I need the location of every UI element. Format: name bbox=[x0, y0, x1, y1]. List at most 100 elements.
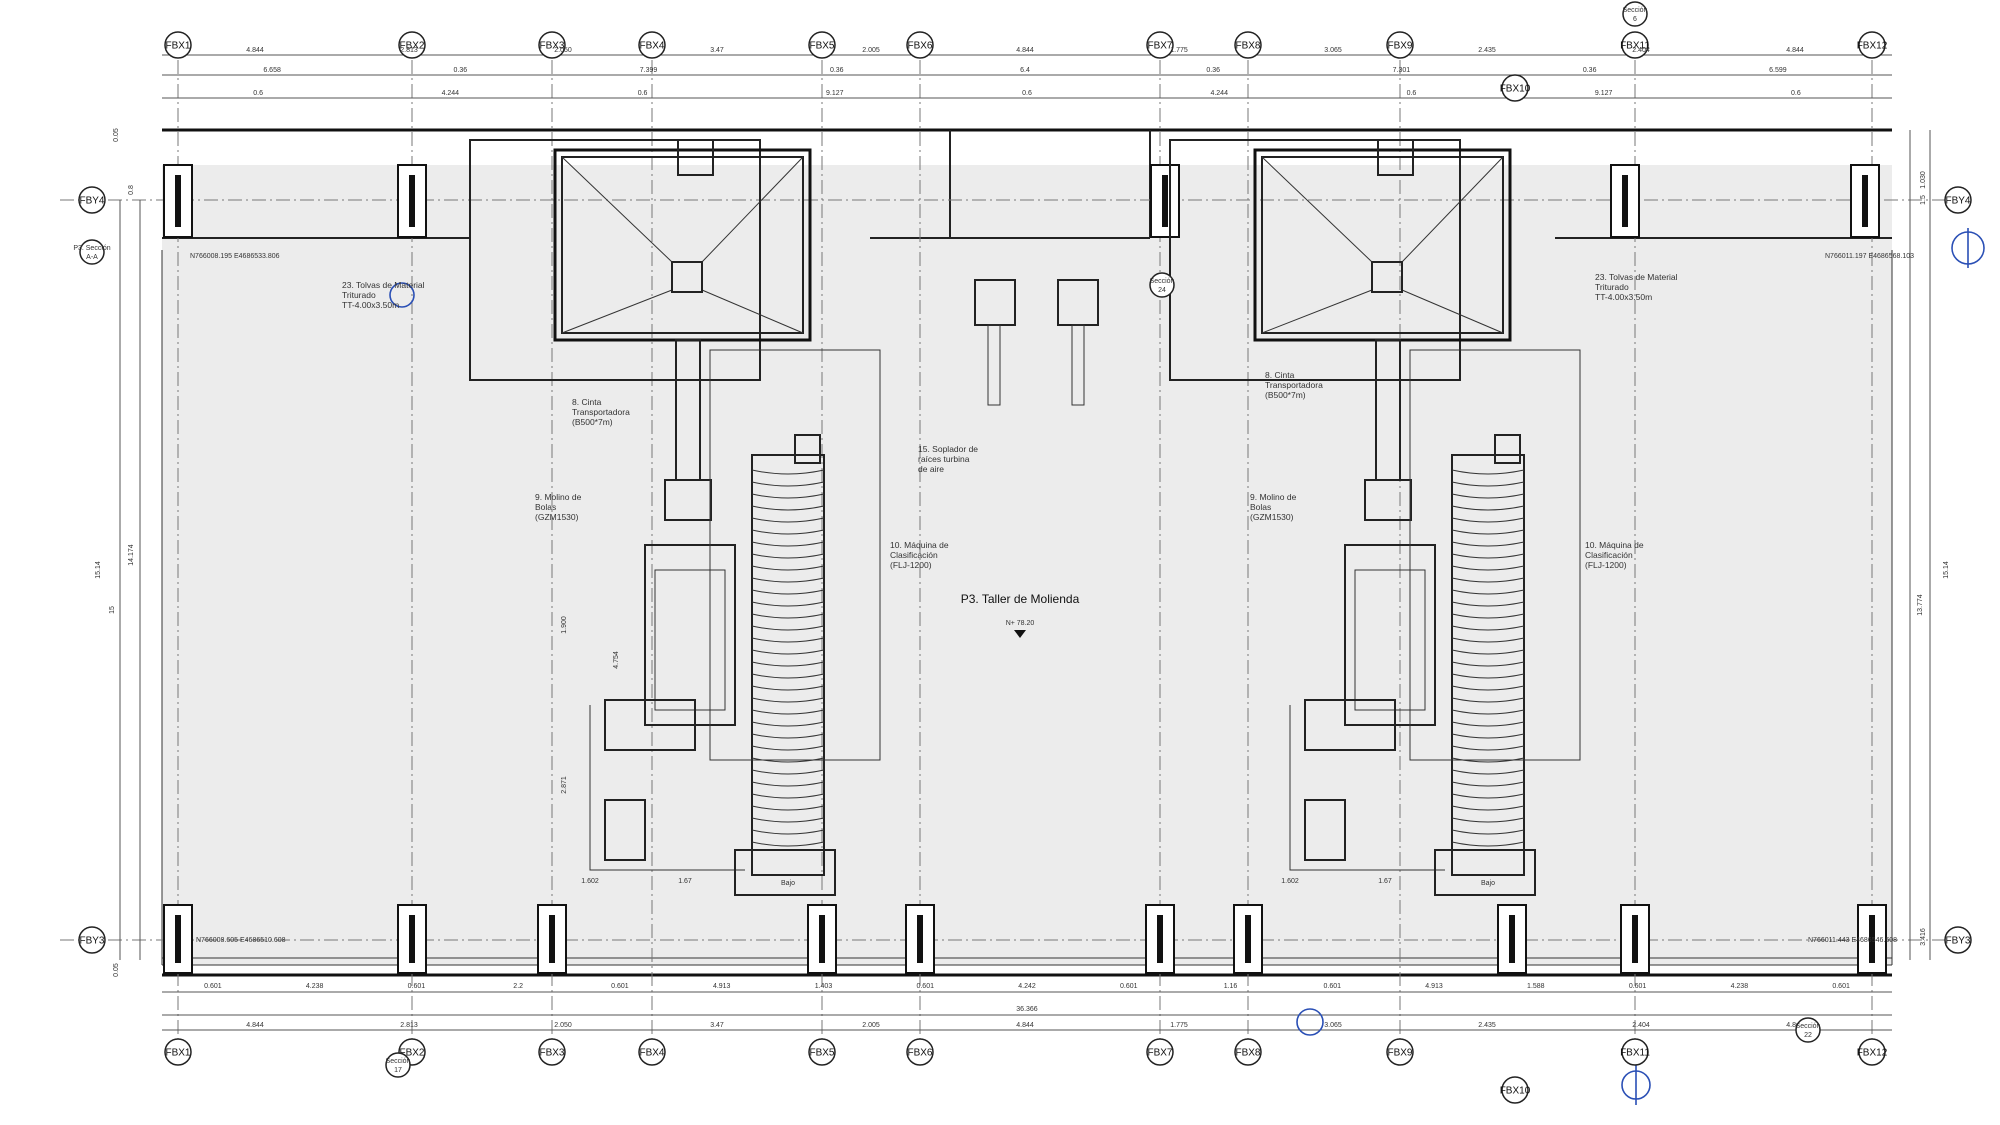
dimension-lines bbox=[119, 54, 1931, 1031]
left-mill-dim: 4.754 bbox=[613, 651, 620, 669]
grid-bubble-x-extra: FBX10 bbox=[1500, 74, 1531, 102]
dim-bottom-total: 36.366 bbox=[1016, 1006, 1038, 1013]
section-mark-label: Sección bbox=[1796, 1023, 1821, 1030]
left-base-dim: 1.67 bbox=[678, 878, 692, 885]
left-hopper-label: 23. Tolvas de Material bbox=[342, 280, 425, 290]
dim-top-1: 3.065 bbox=[1324, 47, 1342, 54]
dim-bottom-2: 4.844 bbox=[1016, 1022, 1034, 1029]
grid-bubble-x: FBX6 bbox=[906, 1038, 934, 1066]
dim-bottom-1: 4.238 bbox=[1731, 983, 1749, 990]
right-belt-label: Transportadora bbox=[1265, 380, 1323, 390]
dim-top-3: 0.6 bbox=[253, 90, 263, 97]
dim-top-3: 4.244 bbox=[442, 90, 460, 97]
dim-top-2: 0.36 bbox=[454, 67, 468, 74]
grid-bubble-x: FBX11 bbox=[1620, 1038, 1650, 1066]
section-mark-number: 6 bbox=[1633, 16, 1637, 23]
grid-bubble-label: FBX2 bbox=[399, 1048, 424, 1059]
left-belt-label: Transportadora bbox=[572, 407, 630, 417]
room-title: P3. Taller de Molienda bbox=[961, 592, 1080, 606]
dim-bottom-2: 3.47 bbox=[710, 1022, 724, 1029]
dim-bottom-1: 0.601 bbox=[408, 983, 426, 990]
grid-bubble-x: FBX2 bbox=[398, 31, 426, 59]
dim-bottom-1: 4.242 bbox=[1018, 983, 1036, 990]
dim-small: 1.5 bbox=[1920, 195, 1927, 205]
left-classifier-label: (FLJ-1200) bbox=[890, 560, 932, 570]
grid-bubble-label: FBX6 bbox=[907, 1048, 932, 1059]
coordinate-note: N766011.197 E4686568.103 bbox=[1825, 253, 1914, 260]
grid-bubble-x: FBX12 bbox=[1857, 31, 1888, 59]
right-classifier-label: (FLJ-1200) bbox=[1585, 560, 1627, 570]
right-classifier-label: Clasificación bbox=[1585, 550, 1633, 560]
dim-bottom-2: 2.404 bbox=[1632, 1022, 1650, 1029]
right-hopper-label: TT-4.00x3.50m bbox=[1595, 292, 1652, 302]
dim-small: 3.416 bbox=[1920, 928, 1927, 946]
grid-bubble-y: FBY3 bbox=[78, 926, 106, 954]
grid-bubble-label: FBX6 bbox=[907, 41, 932, 52]
dim-small: 1.030 bbox=[1920, 171, 1927, 189]
dim-bottom-1: 4.913 bbox=[713, 983, 731, 990]
grid-bubble-label: FBX2 bbox=[399, 41, 424, 52]
grid-bubble-x: FBX9 bbox=[1386, 1038, 1414, 1066]
left-classifier-label: 10. Máquina de bbox=[890, 540, 949, 550]
grid-bubble-x: FBX4 bbox=[638, 1038, 666, 1066]
dim-top-2: 7.399 bbox=[640, 67, 658, 74]
grid-bubble-label: FBX11 bbox=[1620, 41, 1650, 52]
dim-bottom-1: 0.601 bbox=[1629, 983, 1647, 990]
grid-bubble-x: FBX12 bbox=[1857, 1038, 1888, 1066]
grid-bubble-label: FBX12 bbox=[1857, 41, 1888, 52]
dim-bottom-1: 1.403 bbox=[815, 983, 833, 990]
right-belt-label: 8. Cinta bbox=[1265, 370, 1295, 380]
dim-top-2: 6.658 bbox=[263, 67, 281, 74]
dim-top-1: 2.404 bbox=[1632, 47, 1650, 54]
grid-bubble-x: FBX7 bbox=[1146, 31, 1174, 59]
right-hopper-label: 23. Tolvas de Material bbox=[1595, 272, 1678, 282]
left-mill-dim: 1.900 bbox=[561, 616, 568, 634]
grid-bubble-label: FBX5 bbox=[809, 41, 834, 52]
blower-label: 15. Soplador de bbox=[918, 444, 978, 454]
left-hopper-label: TT-4.00x3.50m bbox=[342, 300, 399, 310]
right-hopper-platform bbox=[1169, 139, 1461, 381]
grid-bubble-label: FBX1 bbox=[165, 41, 190, 52]
dim-top-2: 0.36 bbox=[1583, 67, 1597, 74]
section-mark-label: P3. Sección bbox=[73, 245, 110, 252]
grid-bubble-label: FBX4 bbox=[639, 41, 664, 52]
left-note: Bajo bbox=[781, 880, 795, 887]
left-mill-dim: 2.871 bbox=[561, 776, 568, 794]
grid-bubble-label: FBX5 bbox=[809, 1048, 834, 1059]
dim-bottom-2: 4.844 bbox=[246, 1022, 264, 1029]
grid-bubble-label: FBY3 bbox=[79, 936, 104, 947]
dim-top-1: 4.844 bbox=[246, 47, 264, 54]
right-classifier bbox=[1451, 454, 1525, 876]
left-belt-label: 8. Cinta bbox=[572, 397, 602, 407]
grid-bubble-label: FBX7 bbox=[1147, 41, 1172, 52]
dim-top-2: 7.301 bbox=[1393, 67, 1411, 74]
grid-bubble-x: FBX7 bbox=[1146, 1038, 1174, 1066]
section-mark-label: Sección bbox=[1150, 278, 1175, 285]
grid-bubble-x: FBX5 bbox=[808, 31, 836, 59]
dim-bottom-1: 1.588 bbox=[1527, 983, 1545, 990]
dim-top-3: 0.6 bbox=[1407, 90, 1417, 97]
floor-slab bbox=[162, 165, 1892, 965]
grid-bubble-y: FBY3 bbox=[1944, 926, 1972, 954]
right-ball-mill bbox=[1344, 544, 1436, 726]
dim-right: 13.774 bbox=[1917, 594, 1924, 616]
grid-bubble-x: FBX6 bbox=[906, 31, 934, 59]
dim-bottom-2: 2.813 bbox=[400, 1022, 418, 1029]
structural-columns bbox=[163, 164, 1887, 974]
grid-bubble-y: FBY4 bbox=[78, 186, 106, 214]
dim-top-3: 9.127 bbox=[1595, 90, 1613, 97]
left-classifier-helix bbox=[751, 469, 825, 847]
grid-bubble-x: FBX3 bbox=[538, 31, 566, 59]
grid-bubble-label: FBX12 bbox=[1857, 1048, 1888, 1059]
dim-top-2: 0.36 bbox=[1206, 67, 1220, 74]
dim-bottom-1: 4.913 bbox=[1425, 983, 1443, 990]
grid-bubble-x: FBX9 bbox=[1386, 31, 1414, 59]
blower-label: raíces turbina bbox=[918, 454, 970, 464]
grid-bubble-label: FBX9 bbox=[1387, 1048, 1412, 1059]
right-mill-label: 9. Molino de bbox=[1250, 492, 1297, 502]
dim-top-1: 1.775 bbox=[1170, 47, 1188, 54]
left-mill-label: (GZM1530) bbox=[535, 512, 579, 522]
dim-top-2: 0.36 bbox=[830, 67, 844, 74]
left-base-dim: 1.602 bbox=[581, 878, 599, 885]
